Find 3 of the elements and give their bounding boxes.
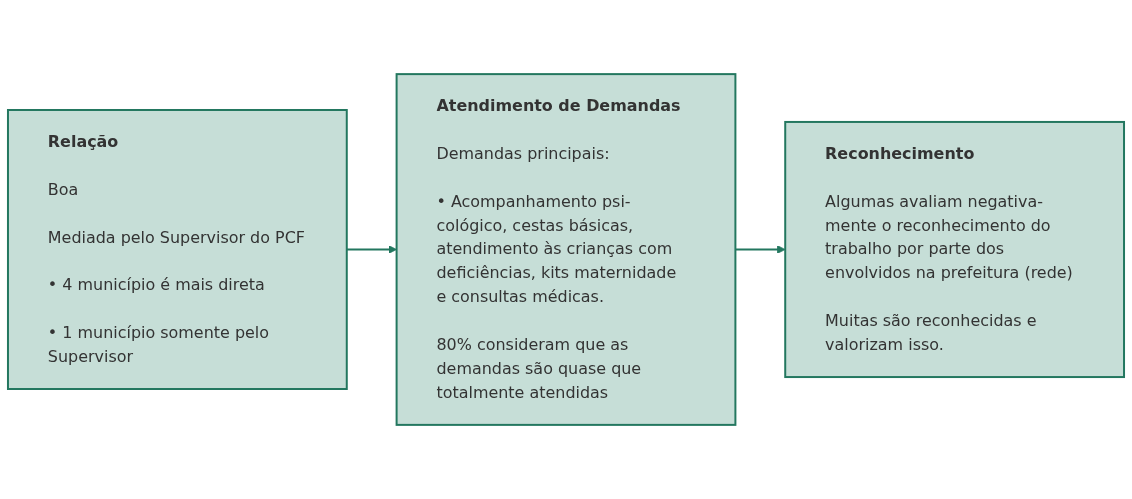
node-box: Reconhecimento Algumas avaliam negativa- mente o reconhecimento do trabalho por parte dos envolvidos na prefeitura (rede) Muitas são reconhecidas e valorizam isso.: [784, 120, 1126, 379]
node-box: Atendimento de Demandas Demandas principais: • Acompanhamento psi- cológico, cestas básicas, atendimento às crianças com deficiências, kits maternidade e consultas médicas. 80% consideram que as demandas são quase que totalmente atendidas: [395, 73, 737, 426]
node-box: Relação Boa Mediada pelo Supervisor do PCF • 4 município é mais direta • 1 município somente pelo Supervisor: [6, 109, 348, 390]
